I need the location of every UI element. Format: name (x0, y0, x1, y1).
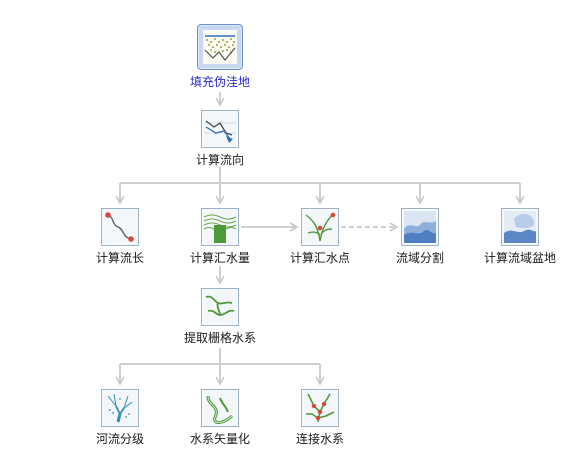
stream-link-icon (301, 389, 339, 427)
node-fill-sinks[interactable]: 填充伪洼地 (170, 24, 270, 89)
node-label: 计算汇水量 (189, 251, 250, 265)
node-flow-direction[interactable]: 计算流向 (170, 110, 270, 167)
node-label: 计算流向 (195, 153, 244, 167)
node-flow-length[interactable]: 计算流长 (70, 208, 170, 265)
node-stream-to-vector[interactable]: 水系矢量化 (170, 389, 270, 446)
node-label: 填充伪洼地 (189, 75, 250, 89)
extract-streams-icon (201, 288, 239, 326)
node-watershed[interactable]: 流域分割 (370, 208, 470, 265)
node-label: 连接水系 (295, 432, 344, 446)
stream-order-icon (101, 389, 139, 427)
node-flow-accumulation[interactable]: 计算汇水量 (170, 208, 270, 265)
node-stream-link[interactable]: 连接水系 (270, 389, 370, 446)
flow-direction-icon (201, 110, 239, 148)
watershed-icon (401, 208, 439, 246)
node-label: 流域分割 (395, 251, 444, 265)
flow-accumulation-icon (201, 208, 239, 246)
node-label: 水系矢量化 (189, 432, 250, 446)
node-basin[interactable]: 计算流域盆地 (470, 208, 570, 265)
stream-vector-icon (201, 389, 239, 427)
node-extract-streams[interactable]: 提取栅格水系 (170, 288, 270, 345)
basin-icon (501, 208, 539, 246)
pour-points-icon (301, 208, 339, 246)
node-stream-order[interactable]: 河流分级 (70, 389, 170, 446)
node-label: 计算流域盆地 (483, 251, 556, 265)
node-label: 计算流长 (95, 251, 144, 265)
node-pour-points[interactable]: 计算汇水点 (270, 208, 370, 265)
node-label: 提取栅格水系 (183, 331, 256, 345)
node-label: 河流分级 (95, 432, 144, 446)
node-label: 计算汇水点 (289, 251, 350, 265)
fill-sinks-icon (197, 24, 243, 70)
flow-length-icon (101, 208, 139, 246)
